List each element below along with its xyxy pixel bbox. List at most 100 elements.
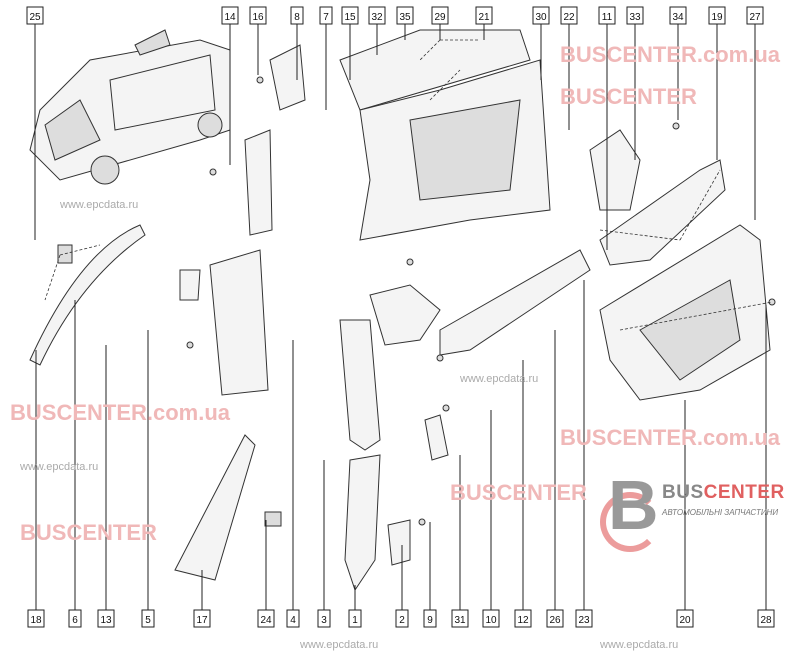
callout-number: 13	[100, 615, 112, 626]
callout-number: 20	[679, 615, 691, 626]
callout-9: 9	[423, 609, 437, 628]
a-pillar-trim	[29, 224, 146, 366]
callout-10: 10	[482, 609, 500, 628]
callout-number: 25	[29, 12, 41, 23]
callout-15: 15	[341, 6, 359, 25]
callout-12: 12	[514, 609, 532, 628]
callout-number: 10	[485, 615, 497, 626]
clip-24	[264, 511, 282, 527]
bracket-2	[387, 519, 411, 566]
vehicle-illustration	[29, 29, 231, 185]
callout-4: 4	[286, 609, 300, 628]
callout-17: 17	[193, 609, 211, 628]
callout-7: 7	[319, 6, 333, 25]
watermark-text: BUSCENTER	[450, 480, 587, 505]
callout-31: 31	[451, 609, 469, 628]
watermark-text: BUSCENTER	[560, 84, 697, 109]
callout-number: 18	[30, 615, 42, 626]
callout-33: 33	[626, 6, 644, 25]
watermark-site: www.epcdata.ru	[19, 461, 98, 473]
logo-name: BUSCENTER	[662, 482, 785, 504]
callout-number: 6	[72, 615, 78, 626]
callout-29: 29	[431, 6, 449, 25]
callout-number: 4	[290, 615, 296, 626]
watermark-site: www.epcdata.ru	[299, 639, 378, 651]
callout-number: 27	[749, 12, 761, 23]
pillar-1	[344, 454, 381, 592]
callout-25: 25	[26, 6, 44, 25]
callout-11: 11	[598, 6, 616, 25]
callout-number: 33	[629, 12, 641, 23]
callout-8: 8	[290, 6, 304, 25]
callout-2: 2	[395, 609, 409, 628]
callout-number: 7	[323, 12, 329, 23]
callout-20: 20	[676, 609, 694, 628]
watermark-text: BUSCENTER.com.ua	[560, 42, 781, 67]
callout-number: 24	[260, 615, 272, 626]
panel-4	[369, 284, 441, 346]
watermark-site: www.epcdata.ru	[59, 199, 138, 211]
logo-name-part1: BUS	[662, 482, 704, 503]
callout-number: 32	[371, 12, 383, 23]
leader-lines	[34, 24, 767, 610]
watermarks: BUSCENTER.com.uaBUSCENTERBUSCENTER.com.u…	[10, 42, 781, 651]
callout-18: 18	[27, 609, 45, 628]
pillar-3	[339, 319, 381, 451]
watermark-site: www.epcdata.ru	[599, 639, 678, 651]
b-pillar-lower	[209, 249, 269, 396]
callout-1: 1	[348, 609, 362, 628]
handle-31	[424, 414, 449, 461]
callout-number: 31	[454, 615, 466, 626]
callout-number: 2	[399, 615, 405, 626]
callout-number: 12	[517, 615, 529, 626]
callout-22: 22	[560, 6, 578, 25]
callout-14: 14	[221, 6, 239, 25]
callout-32: 32	[368, 6, 386, 25]
callout-28: 28	[757, 609, 775, 628]
panel-19	[599, 159, 726, 266]
callout-number: 17	[196, 615, 208, 626]
callout-27: 27	[746, 6, 764, 25]
callout-number: 35	[399, 12, 411, 23]
logo-tagline: АВТОМОБІЛЬНІ ЗАПЧАСТИНИ	[662, 508, 779, 517]
callout-number: 8	[294, 12, 300, 23]
roof-trim	[339, 29, 531, 111]
callout-6: 6	[68, 609, 82, 628]
callout-16: 16	[249, 6, 267, 25]
logo-letter: B	[608, 466, 659, 544]
callout-number: 19	[711, 12, 723, 23]
callout-30: 30	[532, 6, 550, 25]
callout-number: 5	[145, 615, 151, 626]
watermark-text: BUSCENTER.com.ua	[560, 425, 781, 450]
callout-number: 11	[602, 12, 613, 23]
callout-number: 28	[760, 615, 772, 626]
callout-23: 23	[575, 609, 593, 628]
callout-number: 34	[672, 12, 684, 23]
callout-number: 22	[563, 12, 575, 23]
callout-number: 3	[321, 615, 327, 626]
trim-parts	[29, 29, 776, 592]
panel-33	[589, 129, 641, 211]
callout-34: 34	[669, 6, 687, 25]
trim-17	[174, 434, 256, 581]
callout-number: 29	[434, 12, 446, 23]
callout-number: 15	[344, 12, 356, 23]
logo-ring	[600, 492, 660, 552]
callout-number: 23	[578, 615, 590, 626]
callout-24: 24	[257, 609, 275, 628]
callout-number: 9	[427, 615, 433, 626]
callout-number: 30	[535, 12, 547, 23]
callout-21: 21	[475, 6, 493, 25]
logo-name-part2: CENTER	[703, 482, 785, 503]
callout-35: 35	[396, 6, 414, 25]
b-pillar-upper	[244, 129, 273, 236]
callout-number: 21	[478, 12, 490, 23]
callout-number: 14	[224, 12, 236, 23]
watermark-site: www.epcdata.ru	[459, 373, 538, 385]
sill-trim-12	[439, 249, 591, 356]
callout-number: 16	[252, 12, 264, 23]
watermark-text: BUSCENTER.com.ua	[10, 400, 231, 425]
